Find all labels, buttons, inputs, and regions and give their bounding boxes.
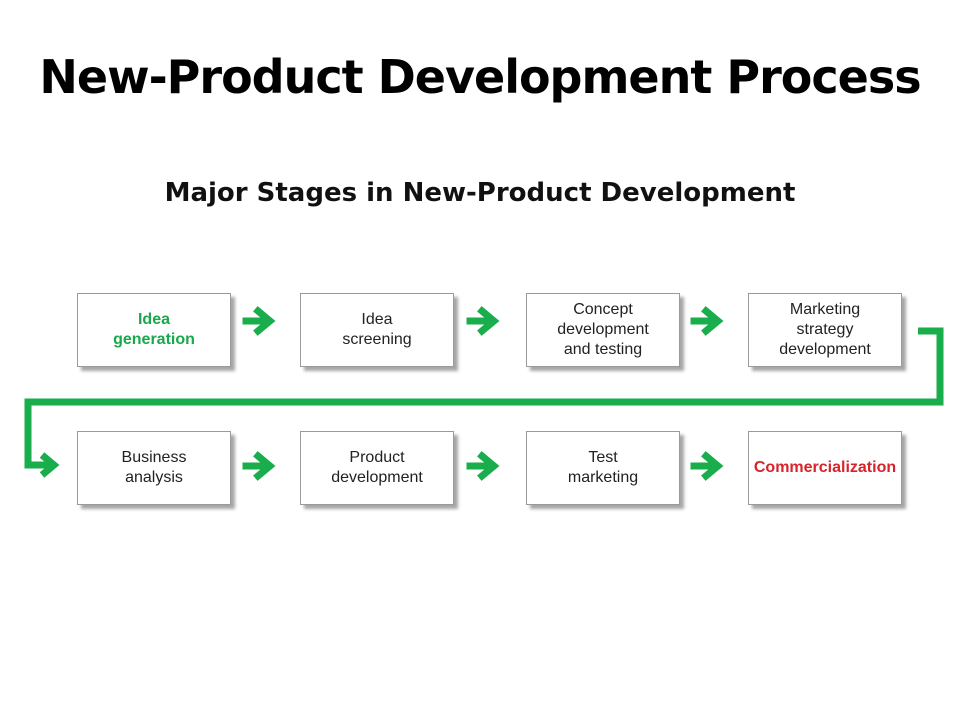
stage-label: Business analysis bbox=[121, 449, 187, 486]
arrow-icon bbox=[242, 451, 276, 481]
stage-label: Marketing strategy development bbox=[779, 301, 871, 358]
stage-label: Idea screening bbox=[342, 311, 412, 348]
stage-label: Commercialization bbox=[753, 459, 897, 476]
stage-label: Test marketing bbox=[567, 449, 639, 486]
stage-test-marketing: Test marketing bbox=[526, 431, 680, 505]
stage-product-development: Product development bbox=[300, 431, 454, 505]
page-title: New-Product Development Process bbox=[39, 50, 921, 104]
arrow-icon bbox=[466, 451, 500, 481]
arrow-icon bbox=[466, 306, 500, 336]
stage-business-analysis: Business analysis bbox=[77, 431, 231, 505]
stage-marketing-strategy: Marketing strategy development bbox=[748, 293, 902, 367]
stage-idea-screening: Idea screening bbox=[300, 293, 454, 367]
arrow-icon bbox=[690, 451, 724, 481]
stage-label: Product development bbox=[331, 449, 423, 486]
diagram-title: Major Stages in New-Product Development bbox=[164, 178, 796, 208]
stage-concept-development: Concept development and testing bbox=[526, 293, 680, 367]
stage-idea-generation: Idea generation bbox=[77, 293, 231, 367]
arrow-icon bbox=[242, 306, 276, 336]
stage-label: Idea generation bbox=[113, 311, 195, 348]
stage-label: Concept development and testing bbox=[557, 301, 649, 358]
stage-commercialization: Commercialization bbox=[748, 431, 902, 505]
return-connector bbox=[24, 327, 944, 478]
arrow-icon bbox=[690, 306, 724, 336]
